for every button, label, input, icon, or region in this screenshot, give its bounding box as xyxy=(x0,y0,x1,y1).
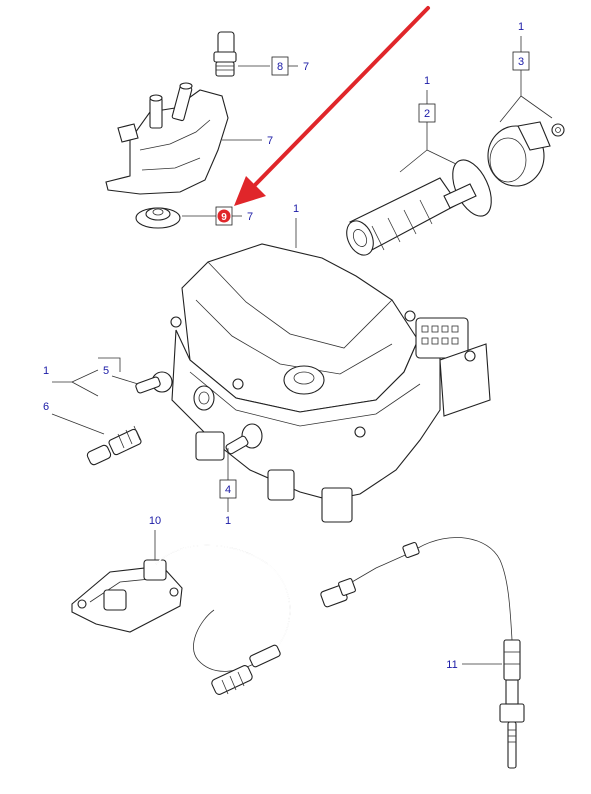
callout-1-2-stack[interactable]: 1 2 xyxy=(399,75,457,173)
nox-sensor xyxy=(71,544,291,695)
svg-text:7: 7 xyxy=(247,211,253,223)
callout-4-1-stack[interactable]: 4 1 xyxy=(219,448,237,527)
svg-text:8: 8 xyxy=(277,61,283,73)
svg-text:4: 4 xyxy=(225,484,231,496)
svg-text:1: 1 xyxy=(225,515,231,527)
svg-text:2: 2 xyxy=(424,108,430,120)
callout-1-5-6-group[interactable]: 1 5 6 xyxy=(43,357,139,435)
svg-text:7: 7 xyxy=(303,61,309,73)
filter-bowl-cap xyxy=(487,121,565,187)
svg-text:7: 7 xyxy=(267,135,273,147)
fitting-6 xyxy=(86,425,142,466)
callout-1-3-stack[interactable]: 1 3 xyxy=(499,21,553,123)
callout-7-housing[interactable]: 7 xyxy=(222,135,273,147)
svg-text:6: 6 xyxy=(43,401,49,413)
callout-9-highlighted[interactable]: 9 7 xyxy=(182,206,253,226)
callout-10[interactable]: 10 xyxy=(149,515,161,560)
callout-1-main[interactable]: 1 xyxy=(293,203,299,248)
filter-head-assembly xyxy=(105,31,237,229)
svg-text:1: 1 xyxy=(424,75,430,87)
svg-text:1: 1 xyxy=(518,21,524,33)
svg-text:1: 1 xyxy=(43,365,49,377)
svg-text:10: 10 xyxy=(149,515,161,527)
svg-text:11: 11 xyxy=(446,659,457,671)
pump-module xyxy=(135,243,491,523)
highlight-badge xyxy=(217,209,231,223)
svg-text:5: 5 xyxy=(103,365,109,377)
connector-fitting xyxy=(213,31,237,77)
svg-text:9: 9 xyxy=(221,212,227,223)
temperature-sensor xyxy=(320,537,525,769)
connector-pins xyxy=(421,325,459,345)
filter-cartridge xyxy=(346,159,492,256)
svg-text:3: 3 xyxy=(518,56,524,68)
callout-8[interactable]: 8 7 xyxy=(238,56,309,76)
callout-11[interactable]: 11 xyxy=(446,659,502,671)
filter-cap xyxy=(135,207,181,229)
red-pointer-arrow xyxy=(234,6,430,206)
svg-text:1: 1 xyxy=(293,203,299,215)
